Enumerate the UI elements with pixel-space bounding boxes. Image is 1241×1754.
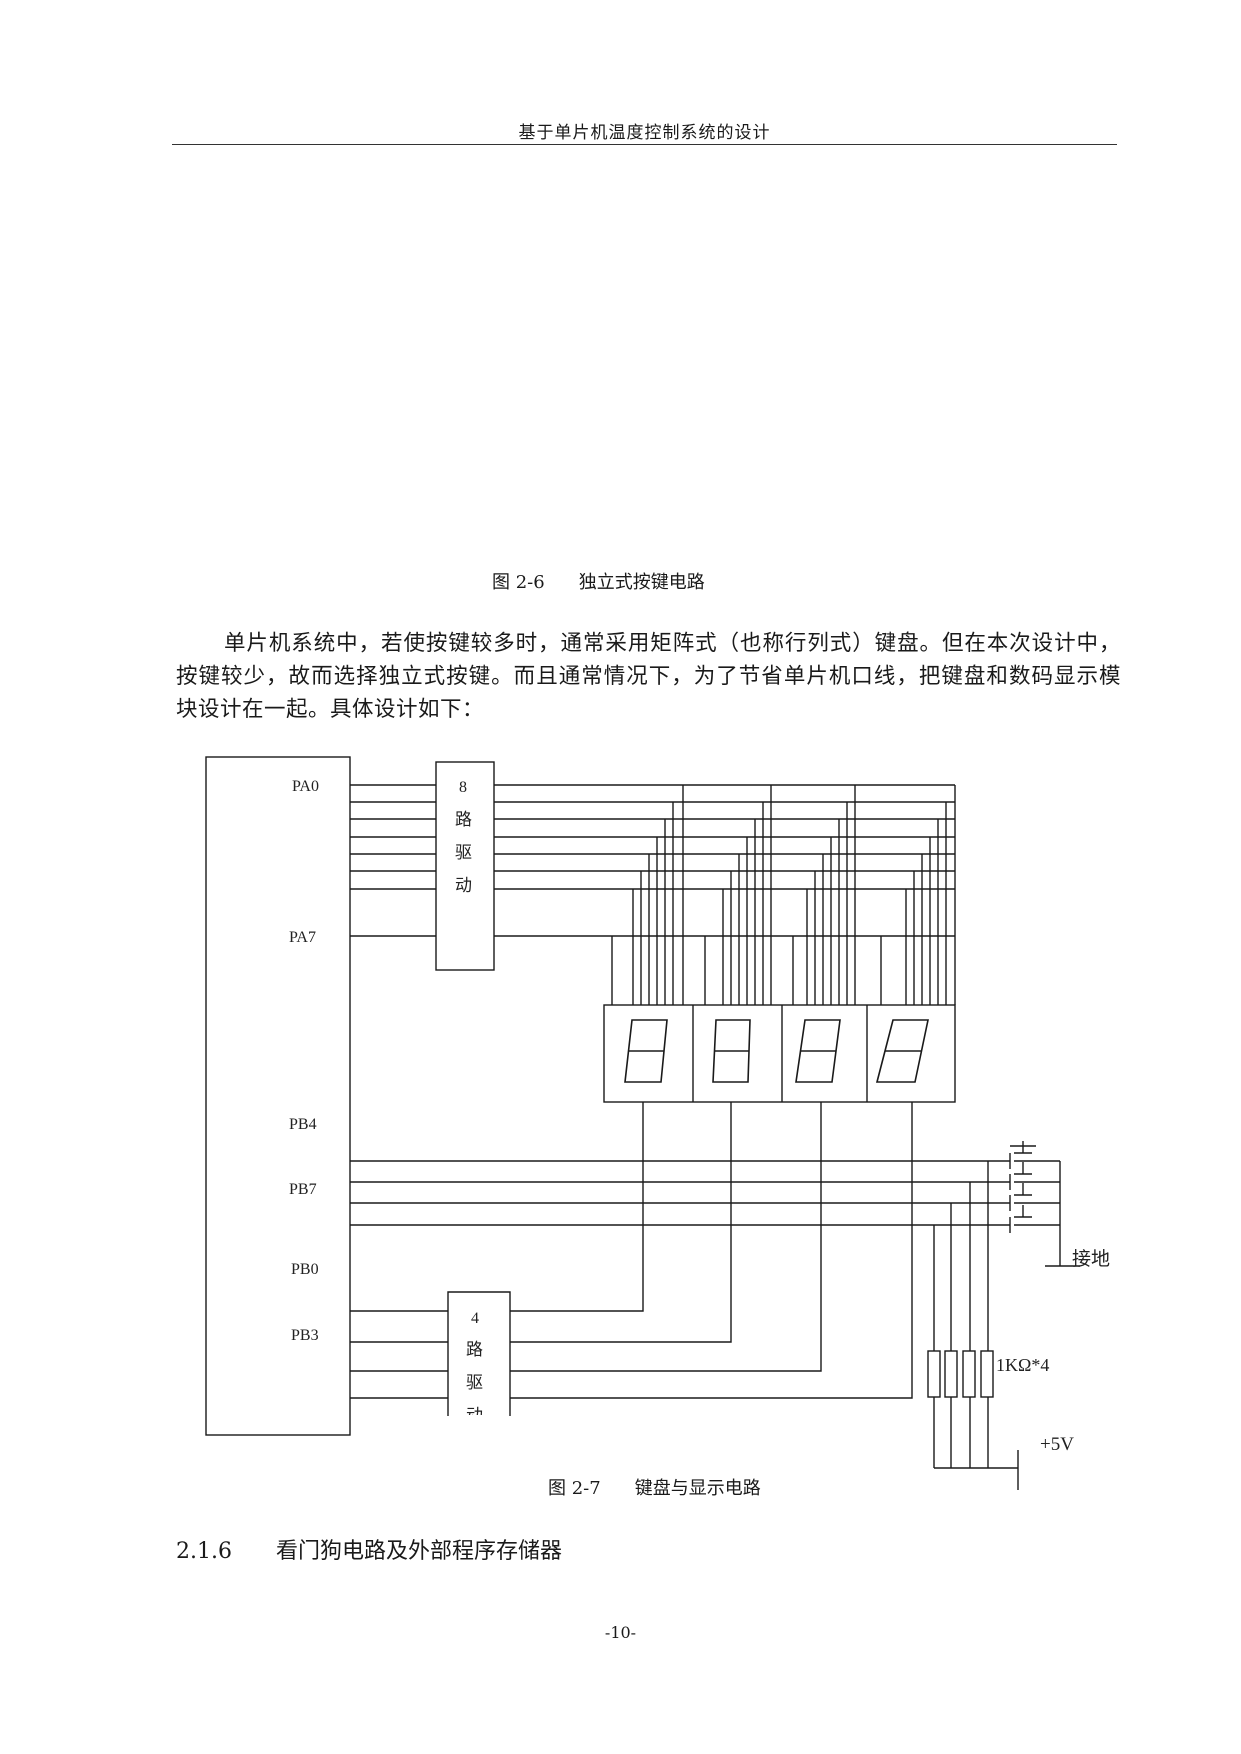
driver4-label-2: 路 xyxy=(466,1340,483,1359)
pb-low-lines xyxy=(350,1310,448,1399)
driver-4-block xyxy=(447,1291,511,1416)
driver8-label-4: 动 xyxy=(455,876,472,895)
header-rule xyxy=(172,144,1117,145)
driver4-label-4-clip: 动 xyxy=(466,1406,483,1425)
digit-common-lines xyxy=(510,1102,913,1399)
pin-label-pb3: PB3 xyxy=(291,1327,319,1344)
pin-label-pb7: PB7 xyxy=(289,1181,317,1198)
digit-box xyxy=(603,1004,956,1103)
pin-label-pb0: PB0 xyxy=(291,1261,319,1278)
driver4-label-4: 动 xyxy=(466,1406,483,1425)
seven-segment-digits xyxy=(624,1019,929,1083)
figure-2-7-caption: 图 2-7 键盘与显示电路 xyxy=(548,1474,761,1500)
driver8-label-3: 驱 xyxy=(455,843,472,862)
page-number: -10- xyxy=(604,1623,637,1642)
pb-high-lines xyxy=(350,1160,1006,1226)
pin-label-pb4: PB4 xyxy=(289,1116,317,1133)
pullup-taps xyxy=(933,1161,989,1351)
driver8-label-1: 8 xyxy=(459,779,467,796)
digit-separators xyxy=(692,1005,868,1102)
figure-2-7-number: 图 2-7 xyxy=(548,1478,601,1499)
digit4-segment-lines xyxy=(880,785,956,1005)
digit2-segment-lines xyxy=(704,785,772,1005)
figure-2-7-title: 键盘与显示电路 xyxy=(634,1478,761,1499)
driver8-label-2: 路 xyxy=(455,810,472,829)
pa-bus-driver-to-digits xyxy=(494,784,955,937)
driver4-label-3: 驱 xyxy=(466,1373,483,1392)
driver-8-block xyxy=(435,761,495,971)
figure-2-6-number: 图 2-6 xyxy=(492,572,545,593)
section-heading: 2.1.6 看门狗电路及外部程序存储器 xyxy=(176,1533,562,1565)
section-title: 看门狗电路及外部程序存储器 xyxy=(276,1539,563,1564)
resistor-label: 1KΩ*4 xyxy=(996,1355,1049,1375)
body-paragraph: 单片机系统中，若使按键较多时，通常采用矩阵式（也称行列式）键盘。但在本次设计中，… xyxy=(176,631,1121,722)
pin-label-pa7: PA7 xyxy=(289,929,316,946)
figure-2-6-caption: 图 2-6 独立式按键电路 xyxy=(492,568,705,594)
resistor-array xyxy=(927,1350,994,1398)
pa-bus-mcu-to-driver xyxy=(350,784,436,937)
ground-label: 接地 xyxy=(1072,1248,1110,1270)
vcc-label: +5V xyxy=(1040,1434,1074,1455)
digit3-segment-lines xyxy=(792,785,856,1005)
mcu-block xyxy=(205,756,351,1436)
section-number: 2.1.6 xyxy=(176,1539,232,1564)
pin-label-pa0: PA0 xyxy=(292,778,319,795)
running-header: 基于单片机温度控制系统的设计 xyxy=(518,123,771,143)
digit1-segment-lines xyxy=(611,785,684,1005)
key-switches xyxy=(1006,1141,1060,1233)
resistor-leads xyxy=(933,1397,1019,1490)
driver4-label-1: 4 xyxy=(471,1310,479,1327)
figure-2-6-title: 独立式按键电路 xyxy=(578,572,705,593)
ground-symbol xyxy=(1045,1161,1080,1267)
